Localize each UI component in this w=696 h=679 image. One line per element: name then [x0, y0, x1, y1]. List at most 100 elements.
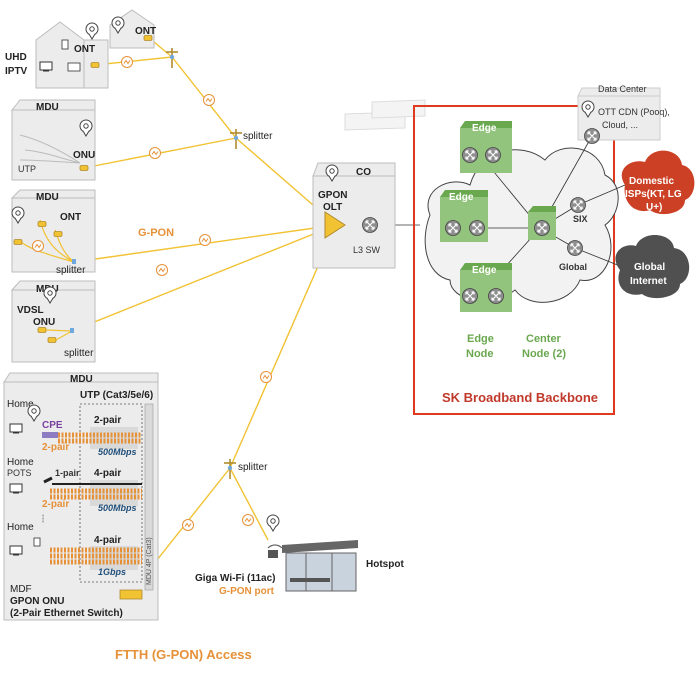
cpe-label: CPE: [42, 420, 63, 431]
ont-device-icon: [37, 221, 47, 227]
laptop-icon: [67, 62, 81, 72]
phone-icon: [33, 537, 41, 547]
wave-icon: [242, 514, 254, 526]
edge-node-caption-1: Edge: [467, 333, 494, 345]
uhd-label: UHD: [5, 52, 27, 63]
splitter-label: splitter: [238, 462, 268, 473]
mdu-building-1: MDU UTP ONU: [10, 99, 96, 181]
tv-icon: [9, 483, 23, 494]
svg-text:⋮: ⋮: [38, 514, 48, 525]
global-label: Global: [559, 262, 587, 272]
onu-label: ONU: [33, 317, 55, 328]
mdu2-label: MDU: [36, 192, 59, 203]
pair1-label: 1-pair: [55, 468, 80, 478]
iptv-label: IPTV: [5, 66, 28, 77]
pair4-label: 4-pair: [94, 535, 121, 546]
home2-label: Home: [7, 457, 34, 468]
splitter-label: splitter: [243, 131, 273, 142]
switch-icon: [361, 216, 379, 234]
global-internet-label-2: Internet: [630, 276, 667, 287]
tv-icon: [39, 61, 53, 72]
olt-icon: [324, 211, 346, 239]
pair2-label: 2-pair: [42, 442, 69, 453]
utp-label: UTP: [18, 164, 36, 174]
pair2-top-label: 2-pair: [94, 415, 121, 426]
mdu4-label: MDU: [70, 374, 93, 385]
data-center-label: Data Center: [598, 84, 647, 94]
wifi-icon: [267, 544, 283, 549]
onu-device-icon: [47, 337, 57, 343]
switch-icon: [461, 287, 479, 305]
wave-icon: [182, 519, 194, 531]
l3sw-label: L3 SW: [353, 245, 381, 255]
domestic-label-3: U+): [646, 202, 662, 213]
mdu-building-2: MDU ONT splitter: [10, 189, 96, 276]
riser-label: MDU 4P (Cat3): [146, 537, 153, 585]
speed-label: 500Mbps: [98, 503, 137, 513]
home3-label: Home: [7, 522, 34, 533]
mdu1-label: MDU: [36, 102, 59, 113]
tv-icon: [9, 423, 23, 434]
ont-device-icon: [13, 239, 23, 245]
phone-icon: [43, 476, 53, 484]
wave-icon: [121, 56, 133, 68]
phone-icon: [61, 39, 69, 50]
home-ont-label: ONT: [74, 44, 95, 55]
center-node-caption-1: Center: [526, 333, 562, 345]
edge-node-1: Edge: [460, 121, 512, 173]
switch-icon: [487, 287, 505, 305]
home-house: UHD IPTV ONT: [5, 21, 133, 89]
mdu2-ont-label: ONT: [60, 212, 81, 223]
switch-icon: [444, 219, 462, 237]
gpon-onu-label: GPON ONU: [10, 596, 64, 607]
edge-node-2: Edge: [440, 190, 488, 242]
splitter-label: splitter: [56, 265, 86, 276]
global-internet-cloud: Global Internet: [615, 234, 690, 299]
hotspot-bus-stop: Hotspot: [266, 514, 404, 592]
dc-line-1: OTT CDN (Pooq),: [598, 107, 670, 117]
ont-device-icon: [90, 62, 100, 68]
domestic-isp-cloud: Domestic ISPs(KT, LG U+): [621, 150, 695, 215]
onu-device-icon: [37, 327, 47, 333]
wave-icon: [156, 264, 168, 276]
global-internet-label-1: Global: [634, 262, 665, 273]
pots-label: POTS: [7, 468, 32, 478]
pair2-label: 2-pair: [42, 499, 69, 510]
domestic-label-1: Domestic: [629, 176, 674, 187]
mdf-label: MDF: [10, 584, 32, 595]
edge-node-caption-2: Node: [466, 348, 494, 360]
switch-icon: [566, 239, 584, 257]
backbone-label: SK Broadband Backbone: [442, 390, 598, 405]
ont-device-icon: [53, 231, 63, 237]
switch-icon: [461, 146, 479, 164]
switch-icon: [533, 219, 551, 237]
wave-icon: [203, 94, 215, 106]
splitter-label: splitter: [64, 348, 94, 359]
pair4-label: 4-pair: [94, 468, 121, 479]
switch-icon: [484, 146, 502, 164]
wave-icon: [149, 147, 161, 159]
small-house: ONT: [109, 9, 156, 49]
backbone-border: [413, 105, 615, 415]
small-ont-label: ONT: [135, 26, 156, 37]
wave-icon: [199, 234, 211, 246]
onu-label: ONU: [73, 150, 95, 161]
co-label: CO: [356, 167, 371, 178]
edge-label: Edge: [472, 123, 497, 134]
speed-label: 500Mbps: [98, 447, 137, 457]
mdu-building-3: MDU VDSL ONU splitter: [10, 280, 96, 363]
onu-device-icon: [79, 165, 89, 171]
tv-icon: [9, 545, 23, 556]
ftth-title: FTTH (G-PON) Access: [115, 647, 252, 662]
speed-label: 1Gbps: [98, 567, 126, 577]
home1-label: Home: [7, 399, 34, 410]
center-node-caption-2: Node (2): [522, 348, 566, 360]
edge-label: Edge: [449, 192, 474, 203]
center-node: [528, 206, 556, 240]
vdsl-label: VDSL: [17, 305, 44, 316]
domestic-label-2: ISPs(KT, LG: [625, 189, 682, 200]
ont-device-icon: [143, 35, 153, 41]
edge-node-3: Edge: [460, 263, 512, 312]
gpon-olt-label: GPON: [318, 190, 347, 201]
